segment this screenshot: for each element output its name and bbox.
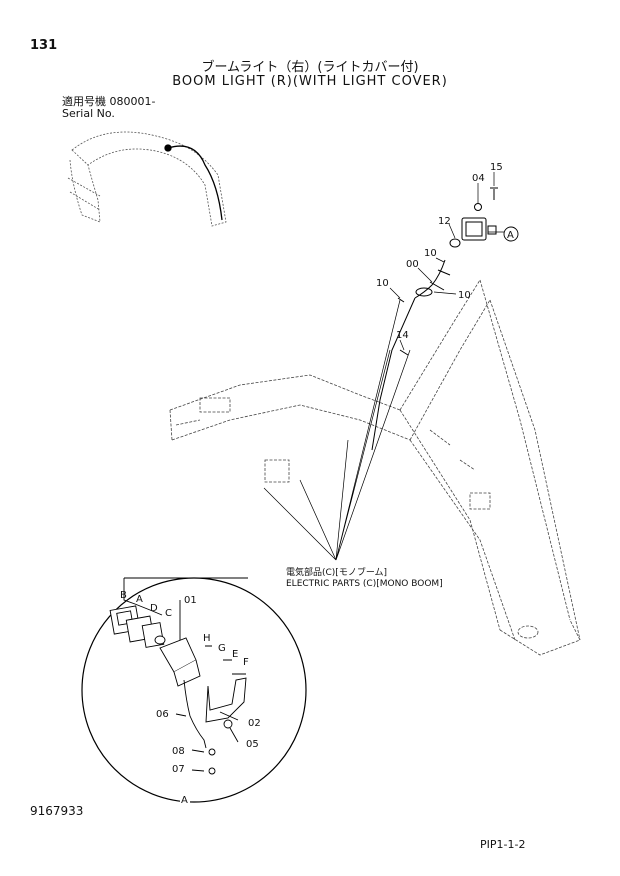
callout-A: A — [507, 230, 514, 241]
callout-10-right: 10 — [458, 290, 471, 301]
detail-callout-B: B — [120, 590, 127, 601]
detail-callouts: B A D C 01 H G E F 06 02 08 05 07 A — [120, 590, 261, 806]
callout-a-circle — [503, 226, 519, 242]
serial-jp: 適用号機 080001- — [62, 95, 156, 108]
note-en: ELECTRIC PARTS (C)[MONO BOOM] — [286, 579, 443, 589]
boom-structure — [169, 279, 581, 656]
note-jp: 電気部品(C)[モノブーム] — [286, 568, 388, 578]
detail-callout-01: 01 — [184, 595, 197, 606]
callout-10-upper: 10 — [424, 248, 437, 259]
detail-callout-05: 05 — [246, 739, 259, 750]
callout-14: 14 — [396, 330, 409, 341]
overview-harness — [164, 144, 223, 221]
detail-callout-E: E — [232, 649, 238, 660]
detail-callout-F: F — [243, 657, 249, 668]
electric-parts-note: 電気部品(C)[モノブーム] ELECTRIC PARTS (C)[MONO B… — [286, 568, 443, 590]
title-japanese: ブームライト（右）(ライトカバー付) — [201, 60, 419, 75]
boom-overview-sketch — [67, 131, 227, 227]
callout-12: 12 — [438, 216, 451, 227]
page-code: PIP1-1-2 — [480, 838, 526, 851]
detail-callout-G: G — [218, 643, 226, 654]
boom-light-assembly — [449, 187, 498, 248]
detail-view-a: B A D C 01 H G E F 06 02 08 05 07 A — [81, 577, 307, 806]
detail-callout-07: 07 — [172, 764, 185, 775]
serial-info: 適用号機 080001- Serial No. — [62, 96, 155, 120]
detail-callout-02: 02 — [248, 718, 261, 729]
leader-lines — [263, 172, 505, 561]
callout-10-left: 10 — [376, 278, 389, 289]
document-number: 9167933 — [30, 804, 84, 818]
detail-callout-06: 06 — [156, 709, 169, 720]
detail-callout-A-bottom: A — [181, 795, 188, 806]
callout-04: 04 — [472, 173, 485, 184]
callout-00: 00 — [406, 259, 419, 270]
harness-clamps — [371, 259, 451, 451]
detail-callout-A: A — [136, 594, 143, 605]
detail-a-label-bg — [180, 793, 190, 805]
detail-callout-08: 08 — [172, 746, 185, 757]
title-english: BOOM LIGHT (R)(WITH LIGHT COVER) — [172, 74, 448, 89]
detail-callout-C: C — [165, 608, 172, 619]
page-number: 131 — [30, 38, 58, 53]
detail-callout-H: H — [203, 633, 211, 644]
callout-labels: 15 04 12 A 10 00 10 10 14 — [376, 162, 519, 341]
callout-15: 15 — [490, 162, 503, 173]
detail-callout-D: D — [150, 603, 158, 614]
serial-en: Serial No. — [62, 107, 115, 120]
